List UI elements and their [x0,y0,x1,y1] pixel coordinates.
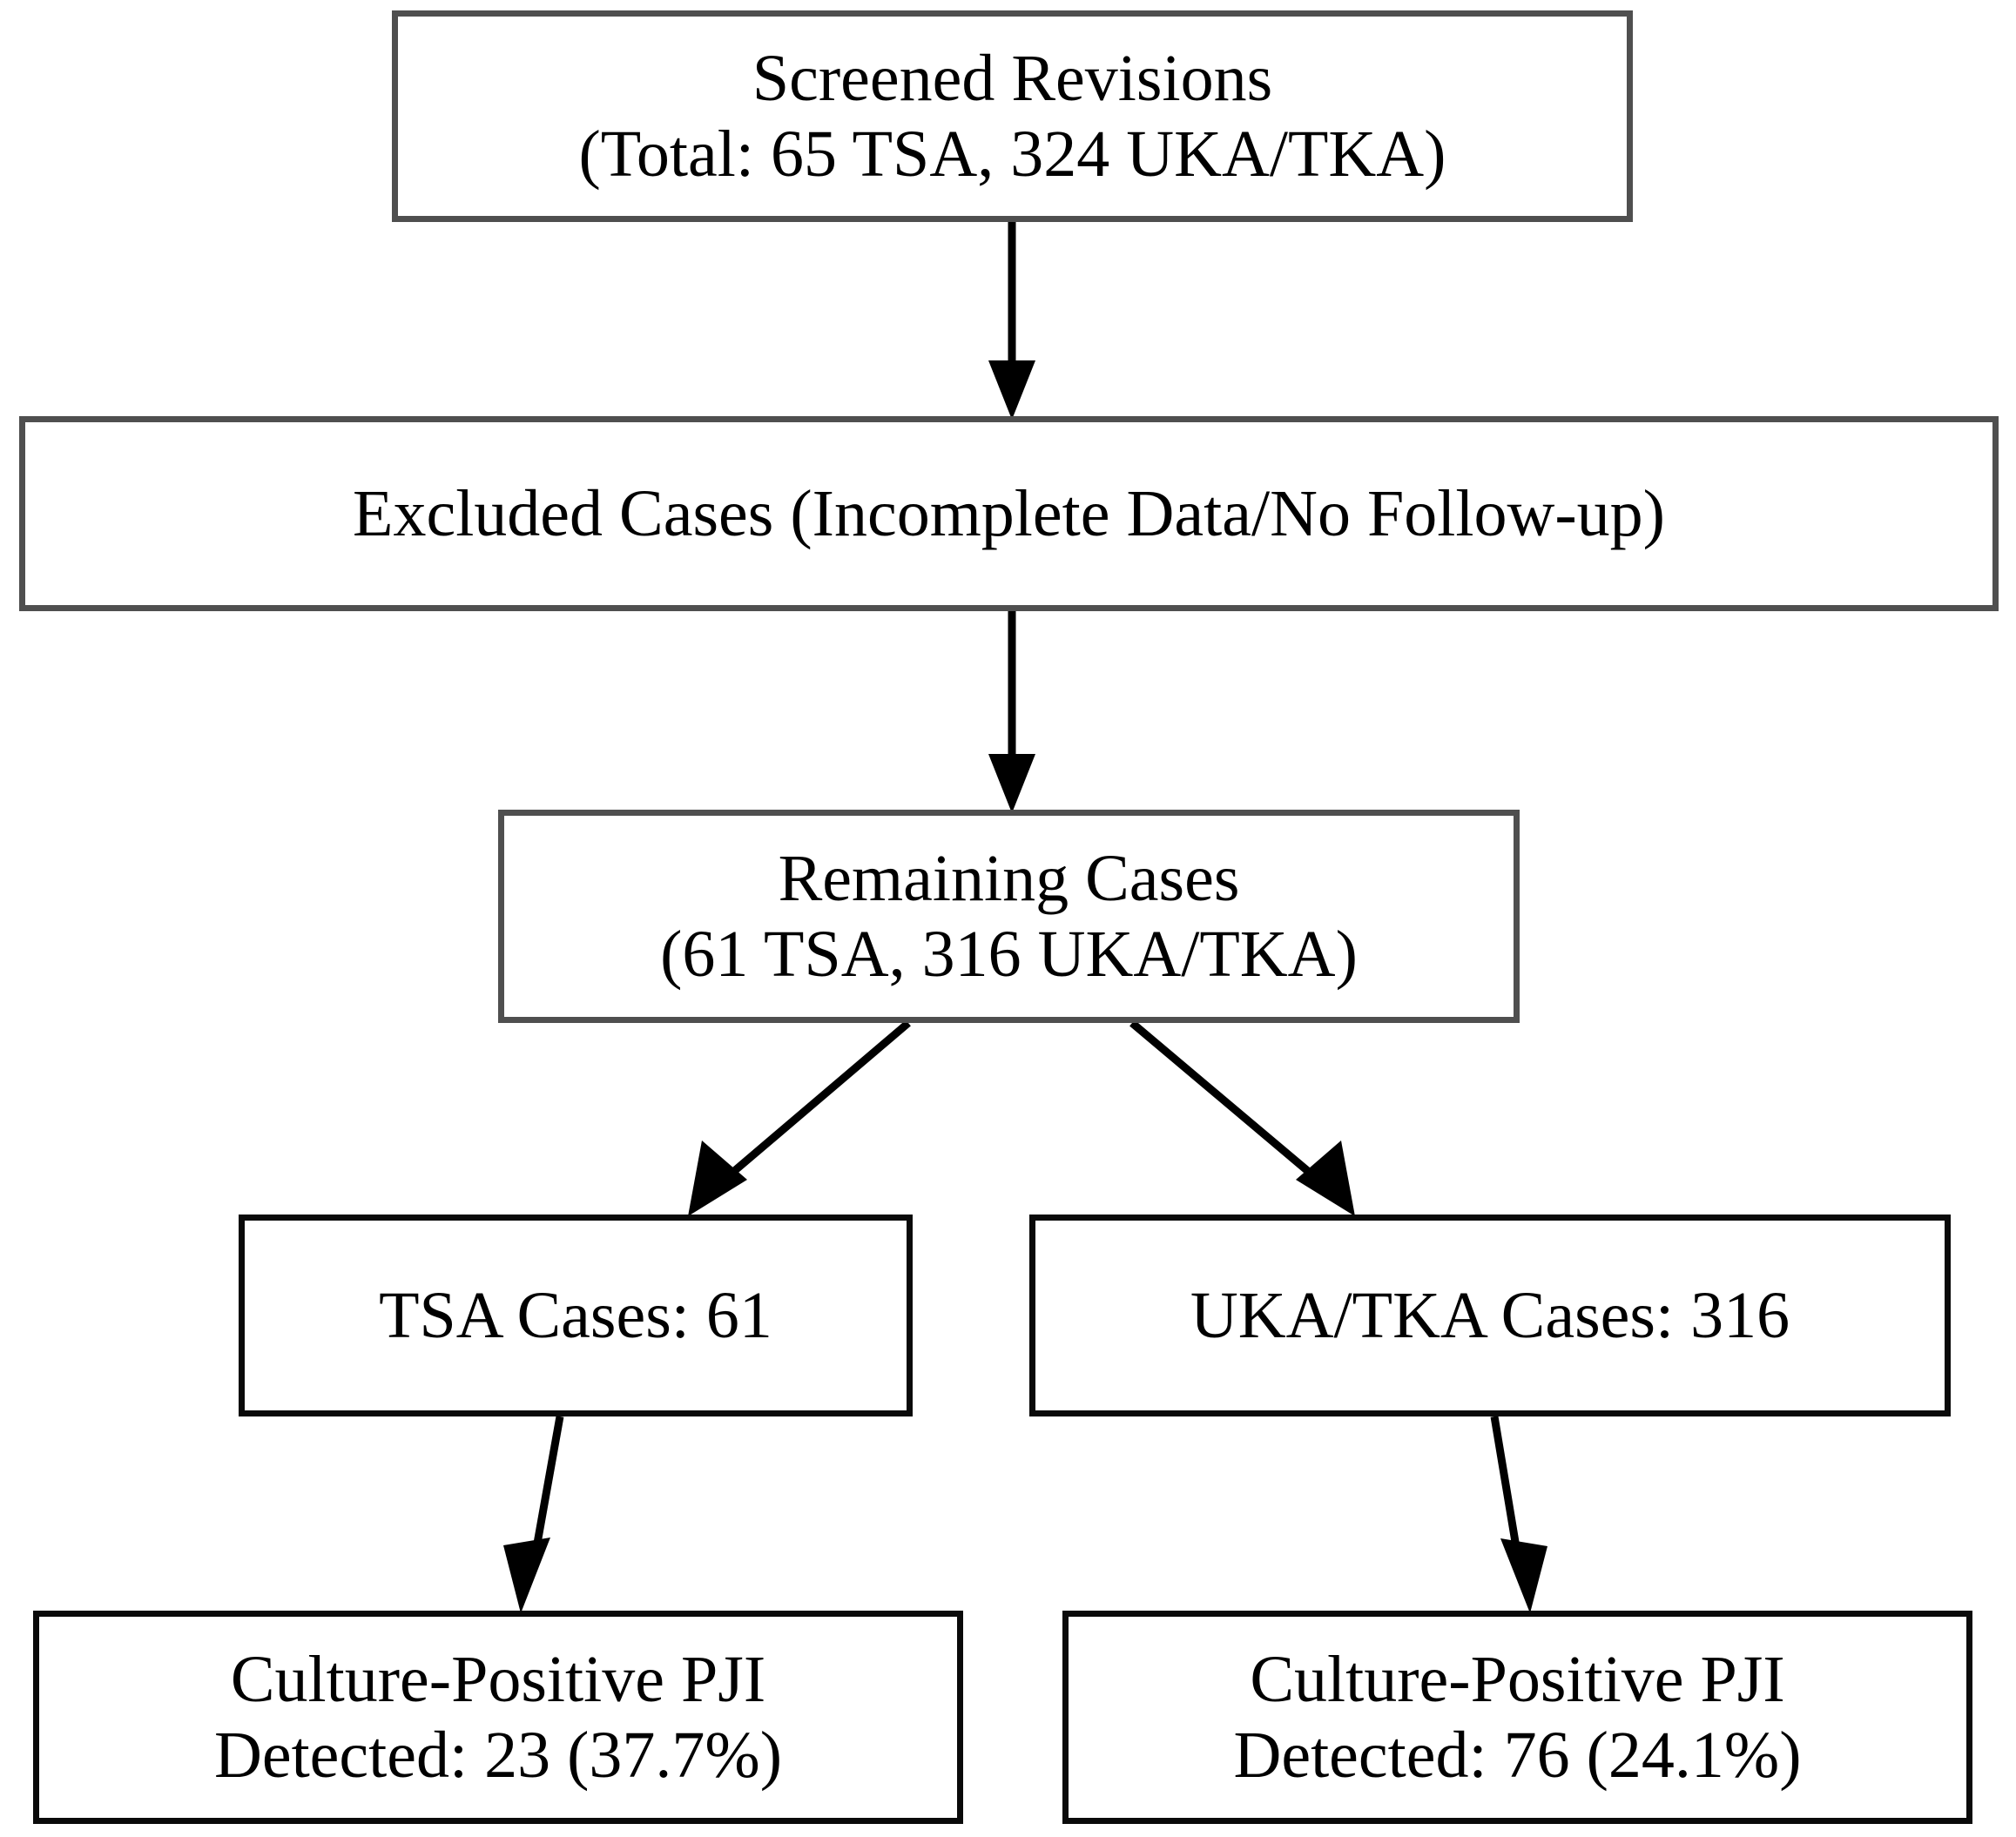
edge-remaining-to-ukatka [1129,1019,1355,1216]
edge-screened-to-excluded [988,222,1035,420]
node-culture-positive-pji-tsa-line-1: Culture-Positive PJI [230,1642,766,1716]
edge-ukatka-to-pji [1490,1416,1547,1613]
edge-tsa-to-pji [503,1416,564,1613]
node-culture-positive-pji-tsa[interactable]: Culture-Positive PJI Detected: 23 (37.7%… [33,1611,963,1824]
node-excluded-cases[interactable]: Excluded Cases (Incomplete Data/No Follo… [19,416,1999,611]
node-tsa-cases-line-1: TSA Cases: 61 [379,1278,772,1352]
node-culture-positive-pji-uka-tka-line-2: Detected: 76 (24.1%) [1233,1718,1802,1792]
node-uka-tka-cases-line-1: UKA/TKA Cases: 316 [1190,1278,1790,1352]
node-culture-positive-pji-uka-tka-line-1: Culture-Positive PJI [1250,1642,1785,1716]
node-culture-positive-pji-tsa-line-2: Detected: 23 (37.7%) [213,1718,783,1792]
node-remaining-cases-line-2: (61 TSA, 316 UKA/TKA) [660,917,1358,991]
node-excluded-cases-line-1: Excluded Cases (Incomplete Data/No Follo… [353,476,1665,550]
node-tsa-cases[interactable]: TSA Cases: 61 [239,1215,913,1416]
edge-excluded-to-remaining [988,611,1035,813]
node-remaining-cases[interactable]: Remaining Cases (61 TSA, 316 UKA/TKA) [498,810,1520,1023]
node-screened-revisions-line-1: Screened Revisions [752,41,1273,115]
node-remaining-cases-line-1: Remaining Cases [778,841,1240,915]
node-culture-positive-pji-uka-tka[interactable]: Culture-Positive PJI Detected: 76 (24.1%… [1062,1611,1972,1824]
node-screened-revisions-line-2: (Total: 65 TSA, 324 UKA/TKA) [578,117,1446,191]
node-uka-tka-cases[interactable]: UKA/TKA Cases: 316 [1029,1215,1951,1416]
edge-remaining-to-tsa [688,1019,911,1216]
node-screened-revisions[interactable]: Screened Revisions (Total: 65 TSA, 324 U… [392,10,1633,222]
